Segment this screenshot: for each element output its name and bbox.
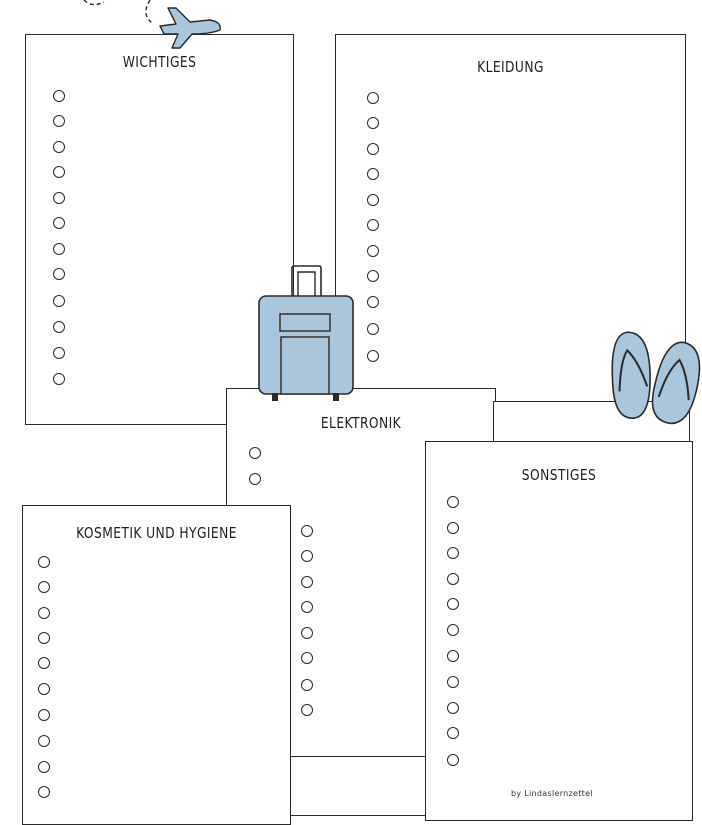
checkbox-circle[interactable]	[38, 735, 50, 747]
checkbox-circle[interactable]	[53, 166, 65, 178]
checkbox-circle[interactable]	[447, 598, 459, 610]
checkbox-circle[interactable]	[367, 296, 379, 308]
checkbox-circle[interactable]	[367, 245, 379, 257]
checkbox-circle[interactable]	[38, 556, 50, 568]
checkbox-circle[interactable]	[249, 473, 261, 485]
checkbox-circle[interactable]	[53, 115, 65, 127]
checkbox-circle[interactable]	[38, 761, 50, 773]
checkbox-circle[interactable]	[53, 295, 65, 307]
checkbox-circle[interactable]	[53, 268, 65, 280]
box-wichtiges: WICHTIGES	[25, 34, 294, 425]
checkbox-circle[interactable]	[447, 573, 459, 585]
checkbox-circle[interactable]	[53, 373, 65, 385]
checkbox-circle[interactable]	[367, 117, 379, 129]
checkbox-circle[interactable]	[301, 601, 313, 613]
checkbox-circle[interactable]	[38, 581, 50, 593]
checkbox-circle[interactable]	[301, 704, 313, 716]
checkbox-circle[interactable]	[38, 632, 50, 644]
checkbox-circle[interactable]	[38, 786, 50, 798]
checkbox-circle[interactable]	[447, 496, 459, 508]
flip-flops-icon	[611, 331, 701, 425]
checkbox-circle[interactable]	[53, 90, 65, 102]
checkbox-circle[interactable]	[367, 323, 379, 335]
checkbox-circle[interactable]	[53, 321, 65, 333]
checkbox-circle[interactable]	[301, 627, 313, 639]
checkbox-circle[interactable]	[367, 219, 379, 231]
checkbox-circle[interactable]	[301, 679, 313, 691]
credit-text: by Lindaslernzettel	[511, 789, 593, 798]
checkbox-circle[interactable]	[447, 522, 459, 534]
checkbox-circle[interactable]	[38, 607, 50, 619]
checkbox-circle[interactable]	[249, 447, 261, 459]
checkbox-circle[interactable]	[53, 192, 65, 204]
checkbox-circle[interactable]	[447, 650, 459, 662]
checkbox-circle[interactable]	[38, 657, 50, 669]
checkbox-circle[interactable]	[367, 270, 379, 282]
title-kosmetik: KOSMETIK UND HYGIENE	[76, 524, 237, 542]
checkbox-circle[interactable]	[53, 347, 65, 359]
title-wichtiges: WICHTIGES	[122, 53, 197, 71]
checkbox-circle[interactable]	[301, 525, 313, 537]
checkbox-circle[interactable]	[447, 754, 459, 766]
checkbox-circle[interactable]	[38, 683, 50, 695]
checkbox-circle[interactable]	[447, 676, 459, 688]
title-elektronik: ELEKTRONIK	[320, 414, 402, 432]
checkbox-circle[interactable]	[447, 727, 459, 739]
title-sonstiges: SONSTIGES	[521, 466, 597, 484]
checkbox-circle[interactable]	[367, 194, 379, 206]
checkbox-circle[interactable]	[38, 709, 50, 721]
suitcase-icon	[258, 265, 354, 401]
title-kleidung: KLEIDUNG	[477, 58, 544, 76]
checkbox-circle[interactable]	[53, 141, 65, 153]
checkbox-circle[interactable]	[53, 217, 65, 229]
airplane-icon	[83, 0, 221, 49]
checkbox-circle[interactable]	[301, 576, 313, 588]
checkbox-circle[interactable]	[447, 702, 459, 714]
box-kosmetik: KOSMETIK UND HYGIENE	[22, 505, 291, 825]
checkbox-circle[interactable]	[447, 547, 459, 559]
checkbox-circle[interactable]	[447, 624, 459, 636]
box-kleidung: KLEIDUNG	[335, 34, 686, 403]
box-bottom-middle	[288, 756, 428, 816]
checkbox-circle[interactable]	[301, 652, 313, 664]
checkbox-circle[interactable]	[53, 243, 65, 255]
box-sonstiges: SONSTIGES	[425, 441, 693, 821]
checkbox-circle[interactable]	[367, 168, 379, 180]
checkbox-circle[interactable]	[367, 92, 379, 104]
checkbox-circle[interactable]	[367, 143, 379, 155]
checkbox-circle[interactable]	[301, 550, 313, 562]
checkbox-circle[interactable]	[367, 350, 379, 362]
